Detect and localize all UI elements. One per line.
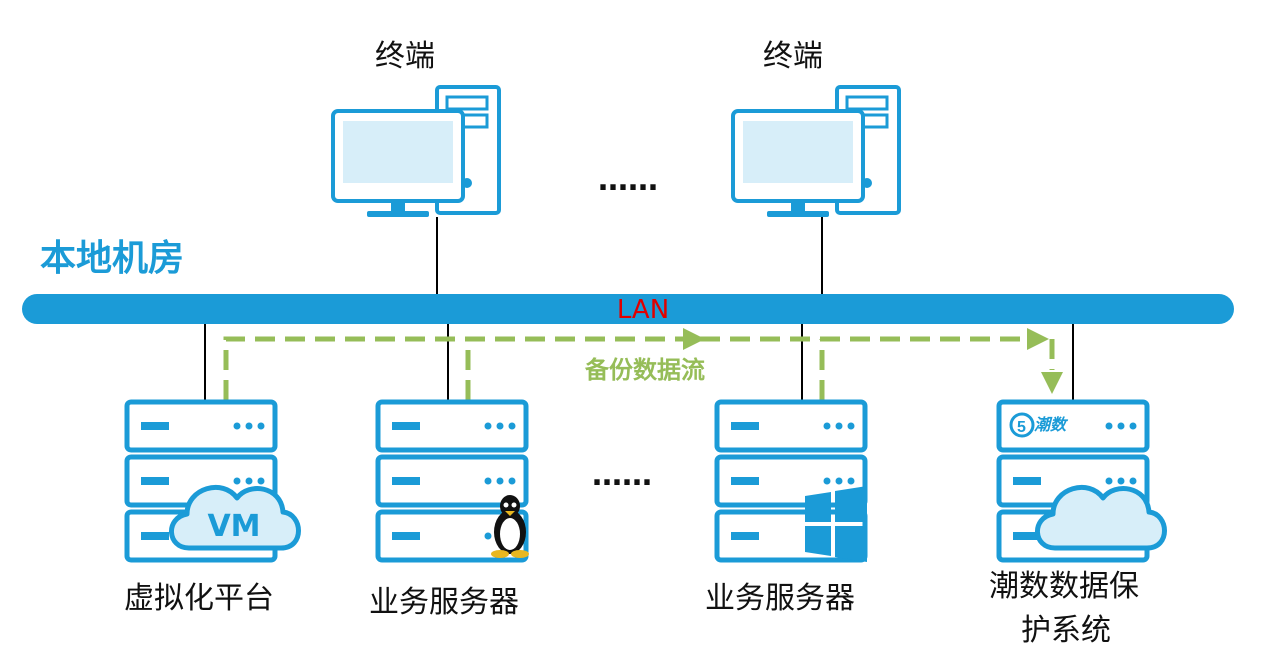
flow-label: 备份数据流 (584, 356, 705, 384)
linux-penguin-icon (491, 495, 529, 558)
flow-arrowhead-down (1041, 372, 1063, 394)
windows-logo-icon (805, 486, 867, 562)
server-label-business-1: 业务服务器 (369, 585, 519, 620)
svg-text:5: 5 (1017, 419, 1026, 436)
terminal-computer-icon (331, 85, 501, 219)
chaoshu-logo-icon: 5 (1009, 412, 1035, 438)
terminal-label-1: 终端 (375, 39, 435, 74)
lan-bus (22, 294, 1234, 324)
server-label-protection-line1: 潮数数据保 (989, 569, 1139, 604)
server-label-protection-line2: 护系统 (1021, 613, 1111, 648)
ellipsis-top: …… (598, 163, 658, 198)
lan-label: LAN (617, 295, 669, 325)
server-label-business-2: 业务服务器 (705, 581, 855, 616)
terminal-label-2: 终端 (763, 39, 823, 74)
room-label: 本地机房 (40, 238, 184, 279)
flow-arrowhead (1027, 328, 1049, 350)
vm-badge: VM (207, 509, 260, 544)
flow-arrowhead (683, 328, 705, 350)
terminal-computer-icon (731, 85, 901, 219)
server-label-virtualization: 虚拟化平台 (124, 581, 274, 616)
backup-flow-lines (223, 336, 1055, 400)
logo-text: 潮数 (1034, 415, 1069, 434)
ellipsis-bottom: …… (592, 458, 652, 493)
